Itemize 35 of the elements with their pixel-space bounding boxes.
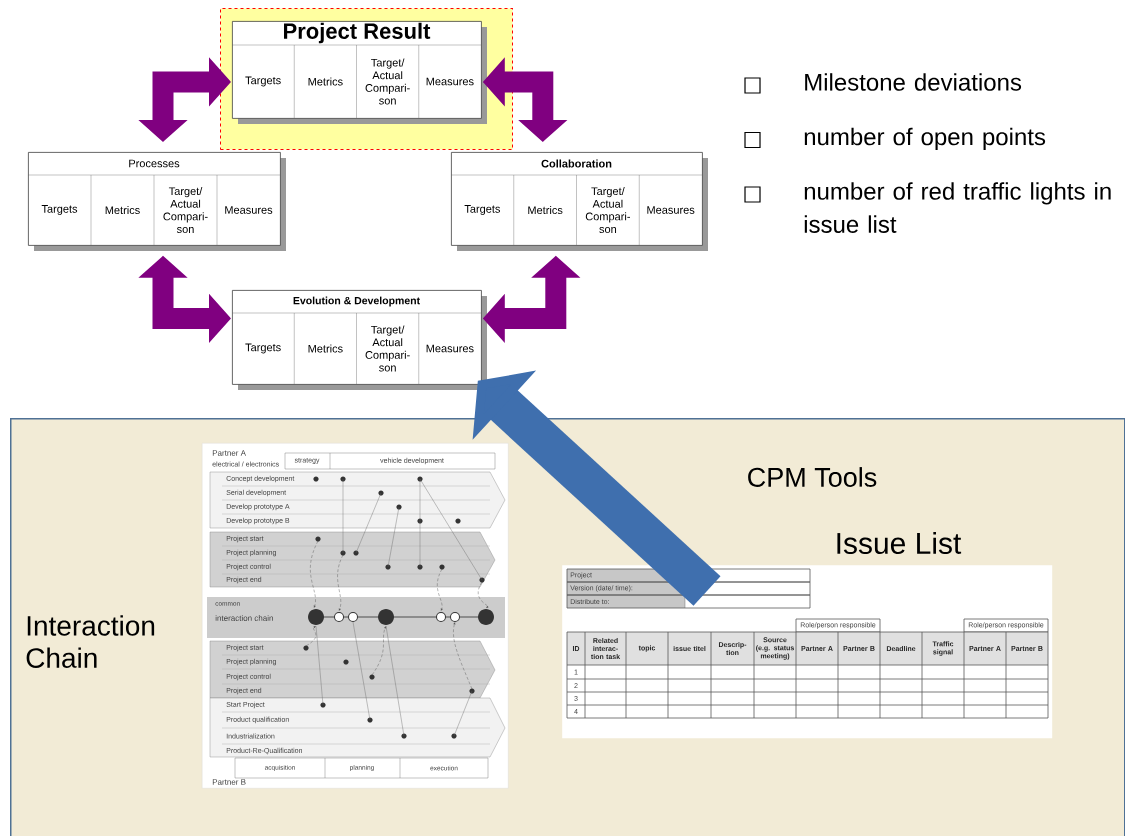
table-cell: Measures <box>426 77 474 86</box>
issue-list-table <box>562 565 1053 739</box>
table-cell: Target/ Actual Compari- son <box>365 325 410 372</box>
table-cell: Measures <box>426 344 474 353</box>
table-cell: Measures <box>225 206 273 214</box>
table-cell: Targets <box>245 343 281 354</box>
drawing-label: interaction chain <box>215 615 273 621</box>
picture-caption: Issue List <box>837 532 962 555</box>
table-cell: Targets <box>464 205 500 215</box>
drawing-label: Partner A <box>212 450 246 456</box>
picture-caption: Interaction Chain <box>26 615 155 668</box>
metrics-table <box>450 152 708 251</box>
table-cell: Target/ Actual Compari- son <box>585 187 630 233</box>
table-cell: Targets <box>41 205 78 215</box>
metrics-table <box>231 21 487 124</box>
table-title: Project Result <box>284 22 431 44</box>
metrics-table <box>27 152 286 251</box>
table-cell: Target/ Actual Compari- son <box>365 58 410 105</box>
table-title: Collaboration <box>541 159 612 168</box>
edge-label: CPM Tools <box>748 467 877 487</box>
drawing-label: Partner B <box>212 779 246 785</box>
table-cell: Metrics <box>528 205 563 215</box>
table-cell: Measures <box>647 206 695 214</box>
table-cell: Target/ Actual Compari- son <box>163 187 208 233</box>
table-title: Processes <box>129 159 180 168</box>
table-cell: Targets <box>245 76 281 87</box>
table-title: Evolution & Development <box>293 296 420 307</box>
table-cell: Metrics <box>308 77 343 86</box>
checklist-item: number of open points <box>744 127 1046 151</box>
checklist-item: Milestone deviations <box>744 73 1022 94</box>
checklist-item: number of red traffic lights in issue list <box>744 182 1111 233</box>
interaction-chain-drawing <box>202 443 509 789</box>
table-cell: Metrics <box>308 344 343 353</box>
table-cell: Metrics <box>105 205 140 215</box>
metrics-table <box>231 290 487 390</box>
